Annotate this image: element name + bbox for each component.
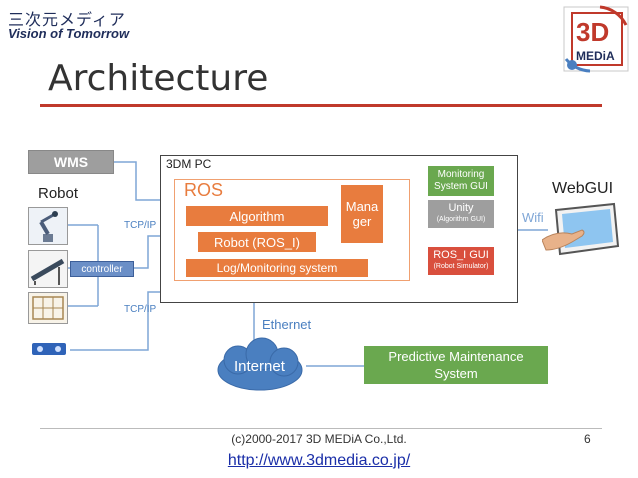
company-logo: 3D MEDiA (560, 5, 632, 75)
robot-ros-box: Robot (ROS_I) (198, 232, 316, 252)
predictive-label-line1: Predictive Maintenance (388, 349, 524, 364)
internet-cloud-icon (210, 336, 310, 396)
unity-sublabel: (Algorithm GUI) (436, 216, 486, 223)
page-number: 6 (584, 432, 591, 446)
robot-label: Robot (38, 185, 79, 202)
footer-divider (40, 428, 602, 429)
footer-url-link[interactable]: http://www.3dmedia.co.jp/ (227, 452, 411, 469)
log-monitor-box: Log/Monitoring system (186, 259, 368, 277)
manager-label-line1: Mana (345, 199, 379, 214)
brand-japanese: 三次元メディア (8, 12, 126, 29)
controller-box: controller (70, 261, 134, 277)
monitoring-gui-box: Monitoring System GUI (428, 166, 494, 196)
tcp-ip-label-2: TCP/IP (124, 304, 157, 315)
wms-label: WMS (53, 154, 89, 170)
tablet-hand-icon (541, 200, 622, 258)
wms-box: WMS (28, 150, 114, 174)
ros-box (174, 179, 410, 281)
brand-tagline: Vision of Tomorrow (8, 26, 130, 41)
rack-icon (28, 292, 68, 324)
manager-label-line2: ger (352, 214, 372, 229)
ethernet-label: Ethernet (262, 317, 312, 332)
sensor-link (70, 291, 160, 351)
rosi-gui-sublabel: (Robot Simulator) (433, 263, 489, 270)
controller-link (134, 235, 160, 269)
conveyor-icon (28, 250, 68, 288)
monitoring-gui-line1: Monitoring (437, 169, 485, 180)
unity-box: Unity (Algorithm GUI) (428, 200, 494, 228)
algorithm-box: Algorithm (186, 206, 328, 226)
unity-label: Unity (448, 202, 474, 214)
rosi-gui-label: ROS_I GUI (433, 249, 489, 261)
title-underline (40, 104, 602, 107)
sensor-icon (30, 340, 70, 358)
webgui-label: WebGUI (552, 180, 614, 197)
manager-box: Mana ger (341, 185, 383, 243)
tcp-ip-label-1: TCP/IP (124, 220, 157, 231)
log-monitor-label: Log/Monitoring system (216, 261, 338, 275)
logo-subtext: MEDiA (576, 49, 615, 63)
page-title: Architecture (48, 58, 269, 99)
pc-label: 3DM PC (166, 157, 212, 171)
logo-text: 3D (576, 17, 610, 47)
algorithm-label: Algorithm (229, 208, 285, 224)
predictive-label-line2: System (434, 366, 478, 381)
monitoring-gui-line2: System GUI (434, 181, 488, 192)
robot-ros-label: Robot (ROS_I) (214, 234, 300, 250)
wifi-label: Wifi (522, 210, 544, 225)
wms-link (114, 161, 160, 201)
footer-copyright: (c)2000-2017 3D MEDiA Co.,Ltd. (231, 432, 407, 446)
robot-arm-icon (28, 207, 68, 245)
ros-label: ROS (184, 180, 224, 200)
controller-label: controller (81, 263, 123, 275)
rosi-gui-box: ROS_I GUI (Robot Simulator) (428, 247, 494, 275)
internet-label: Internet (234, 358, 285, 375)
predictive-box: Predictive Maintenance System (364, 346, 548, 384)
